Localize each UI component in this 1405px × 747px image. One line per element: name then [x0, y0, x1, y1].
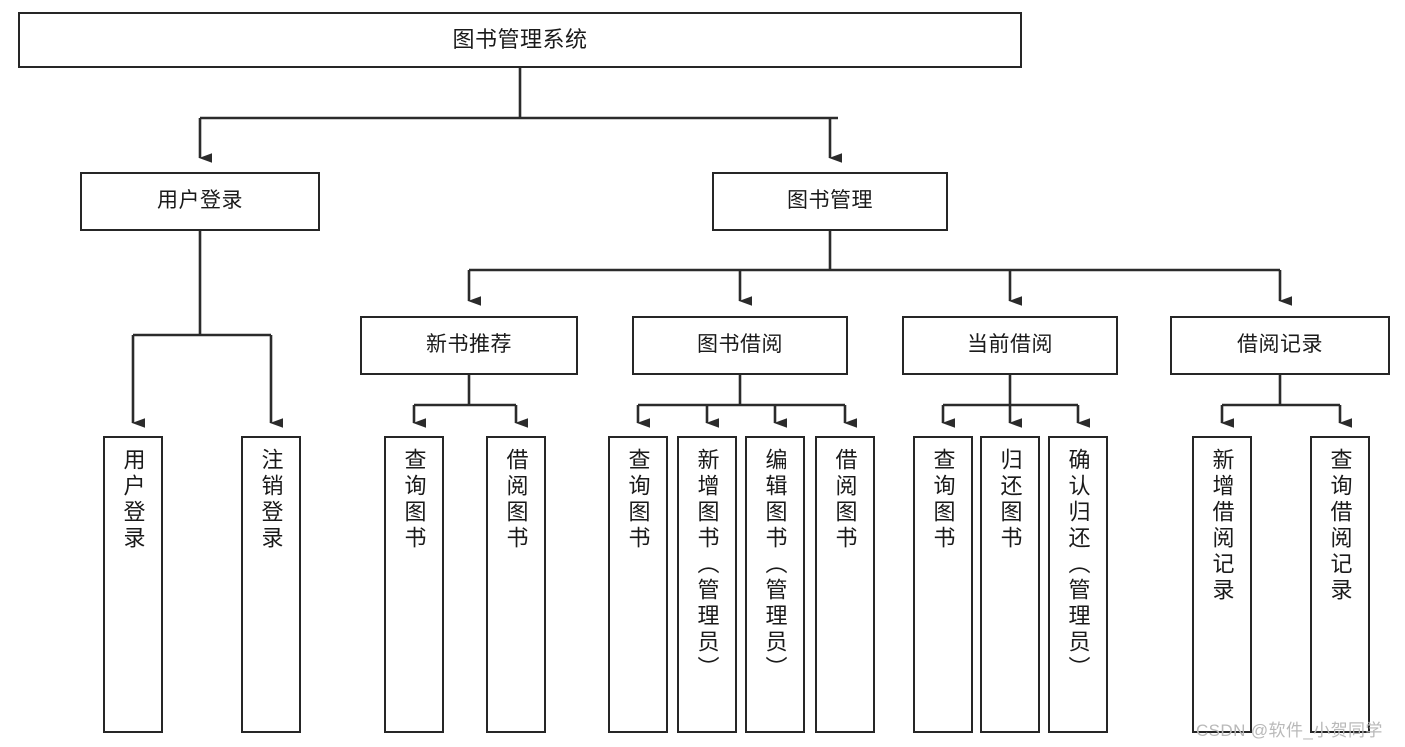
- node-label: 新书推荐: [426, 333, 512, 357]
- node-leaf-edit-book[interactable]: 编辑图书（管理员）: [745, 436, 805, 733]
- node-label: 新增借阅记录: [1209, 448, 1235, 604]
- node-label: 借阅图书: [832, 448, 858, 552]
- node-label: 图书借阅: [697, 333, 783, 357]
- node-label: 新增图书（管理员）: [694, 448, 720, 682]
- node-leaf-query-book-2[interactable]: 查询图书: [608, 436, 668, 733]
- watermark-credit: CSDN @软件_小贺同学: [1196, 721, 1383, 740]
- node-label: 查询图书: [930, 448, 956, 552]
- node-leaf-add-record[interactable]: 新增借阅记录: [1192, 436, 1252, 733]
- node-book-manage[interactable]: 图书管理: [712, 172, 948, 231]
- node-label: 查询图书: [625, 448, 651, 552]
- node-book-borrow[interactable]: 图书借阅: [632, 316, 848, 375]
- node-label: 用户登录: [157, 189, 243, 213]
- node-root-book-management-system[interactable]: 图书管理系统: [18, 12, 1022, 68]
- node-leaf-add-book[interactable]: 新增图书（管理员）: [677, 436, 737, 733]
- node-label: 注销登录: [258, 448, 284, 552]
- node-label: 当前借阅: [967, 333, 1053, 357]
- node-label: 确认归还（管理员）: [1065, 448, 1091, 682]
- node-leaf-borrow-book-1[interactable]: 借阅图书: [486, 436, 546, 733]
- node-user-login[interactable]: 用户登录: [80, 172, 320, 231]
- node-leaf-query-record[interactable]: 查询借阅记录: [1310, 436, 1370, 733]
- node-label: 归还图书: [997, 448, 1023, 552]
- node-label: 编辑图书（管理员）: [762, 448, 788, 682]
- node-leaf-confirm-return[interactable]: 确认归还（管理员）: [1048, 436, 1108, 733]
- node-label: 图书管理系统: [452, 27, 588, 53]
- node-borrow-record[interactable]: 借阅记录: [1170, 316, 1390, 375]
- node-leaf-borrow-book-2[interactable]: 借阅图书: [815, 436, 875, 733]
- node-label: 图书管理: [787, 189, 873, 213]
- node-leaf-return-book[interactable]: 归还图书: [980, 436, 1040, 733]
- node-label: 用户登录: [120, 448, 146, 552]
- node-leaf-user-login[interactable]: 用户登录: [103, 436, 163, 733]
- node-label: 借阅记录: [1237, 333, 1323, 357]
- node-leaf-logout-login[interactable]: 注销登录: [241, 436, 301, 733]
- node-label: 查询图书: [401, 448, 427, 552]
- node-new-book-recommend[interactable]: 新书推荐: [360, 316, 578, 375]
- node-label: 借阅图书: [503, 448, 529, 552]
- node-leaf-query-book-1[interactable]: 查询图书: [384, 436, 444, 733]
- node-current-borrow[interactable]: 当前借阅: [902, 316, 1118, 375]
- node-leaf-query-book-3[interactable]: 查询图书: [913, 436, 973, 733]
- node-label: 查询借阅记录: [1327, 448, 1353, 604]
